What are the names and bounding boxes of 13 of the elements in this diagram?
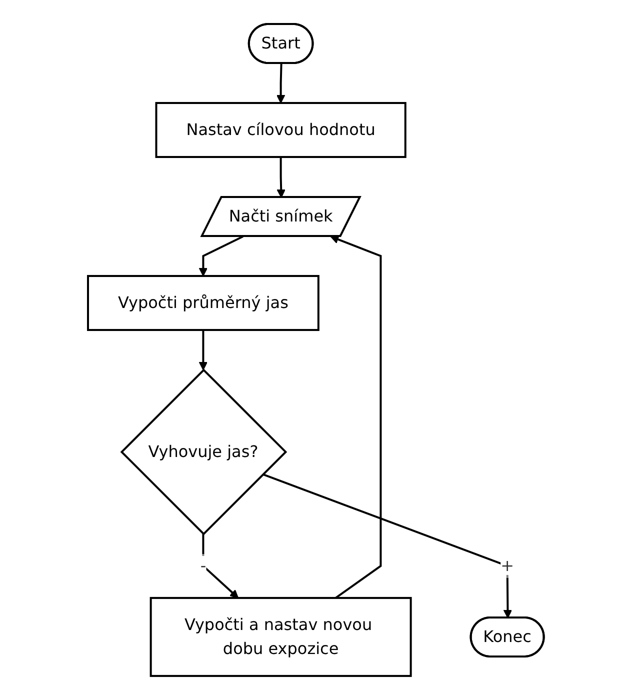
- arrow: [198, 330, 208, 370]
- arrow: [330, 234, 382, 598]
- arrow: [276, 156, 286, 198]
- arrow: [198, 235, 244, 276]
- node-diamond: Vyhovuje jas?: [120, 368, 287, 535]
- node-box: Nastav cílovou hodnotu: [154, 102, 406, 158]
- edge-label: -: [200, 555, 206, 574]
- arrow: [202, 533, 238, 598]
- edge-label: +: [500, 555, 514, 574]
- arrow: [262, 472, 512, 618]
- node-box: Vypočti průměrný jas: [86, 274, 319, 330]
- arrow: [276, 62, 285, 103]
- node-box: Vypočti a nastav novou dobu expozice: [149, 596, 412, 676]
